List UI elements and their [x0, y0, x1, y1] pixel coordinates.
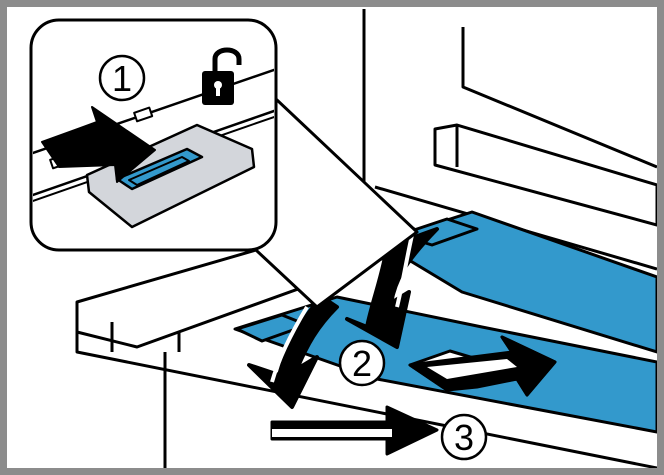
step-1-number: 1: [112, 58, 132, 99]
step-3-marker: 3: [442, 415, 486, 459]
step-1-marker: 1: [100, 56, 144, 100]
step-2-number: 2: [352, 343, 372, 384]
step-3-number: 3: [454, 417, 474, 458]
illustration: 2 3: [7, 7, 657, 468]
step-2-marker: 2: [340, 341, 384, 385]
